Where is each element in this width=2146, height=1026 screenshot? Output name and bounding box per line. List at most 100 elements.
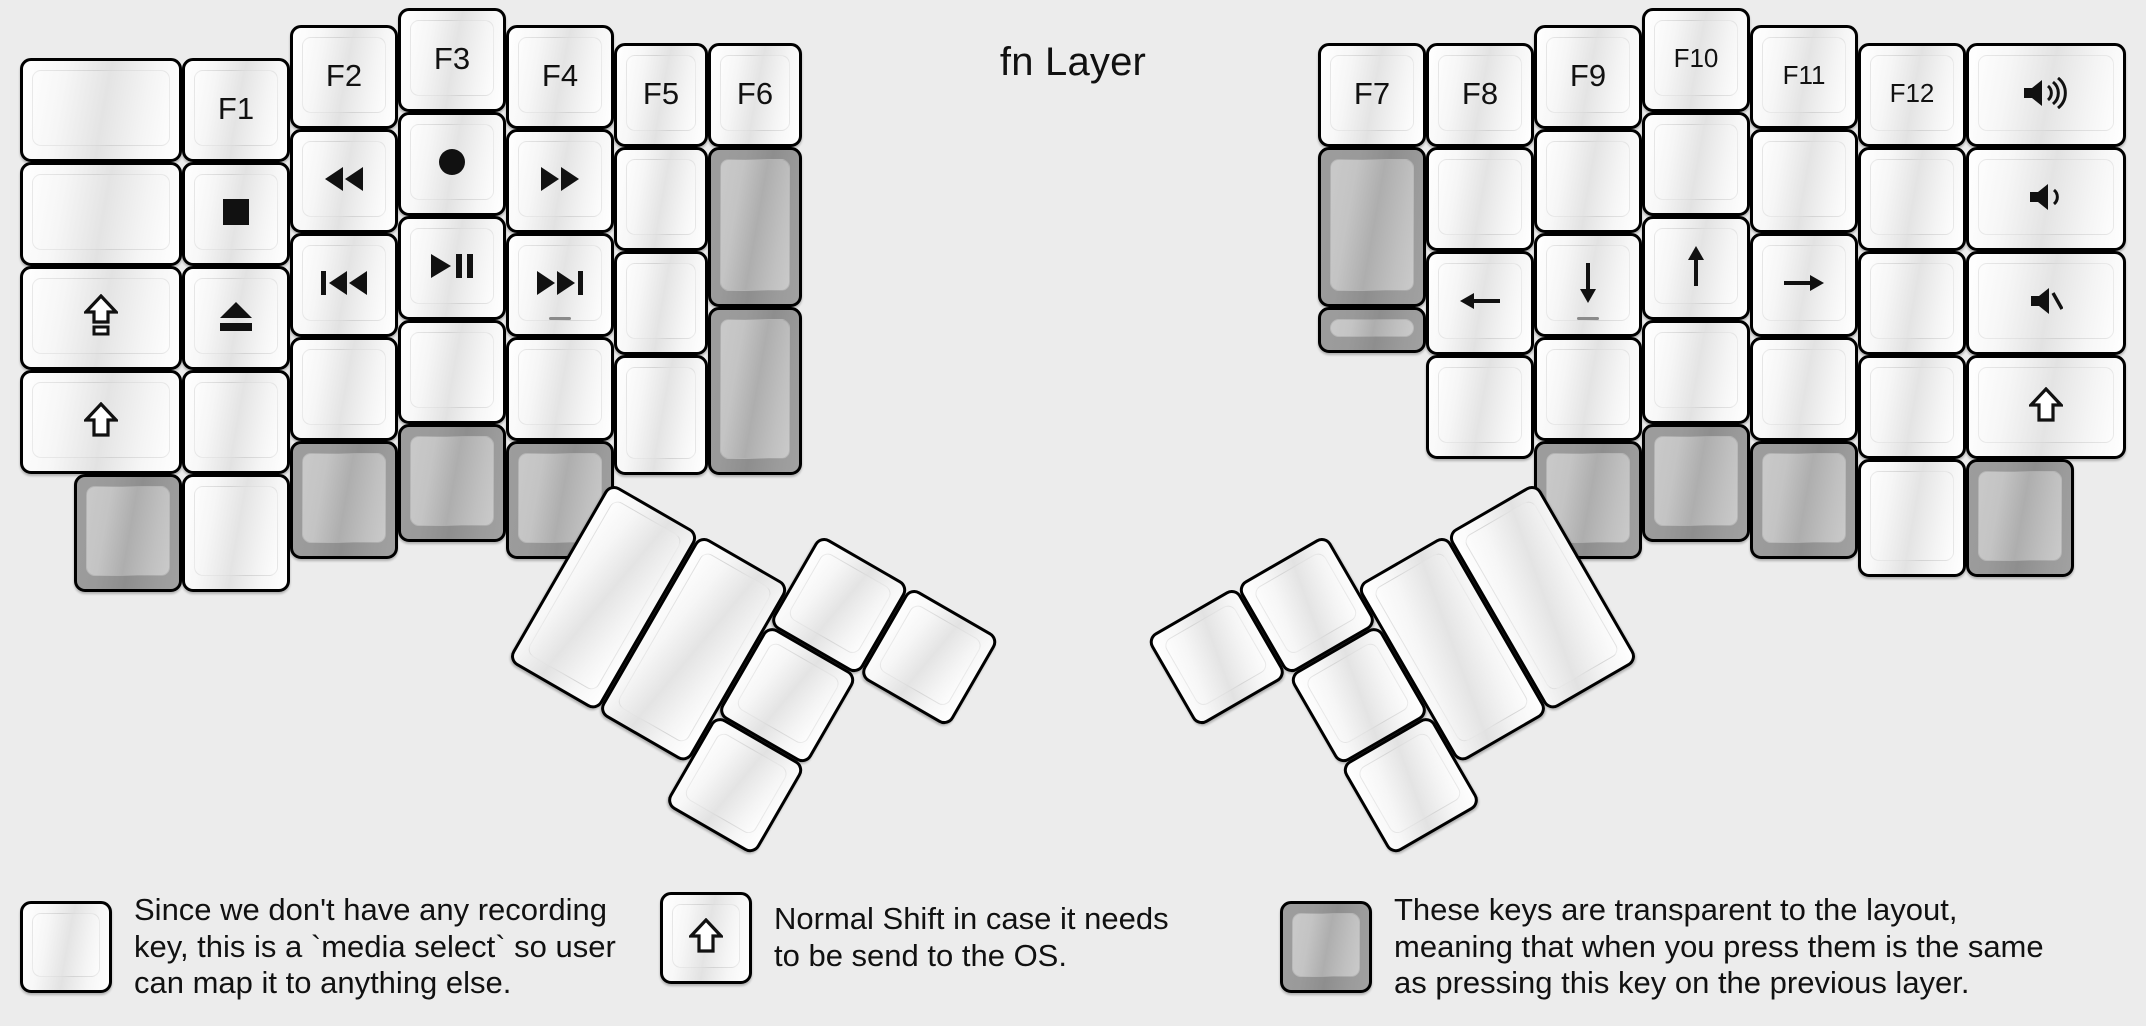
keycap-face	[672, 904, 740, 968]
key-label: F3	[433, 40, 471, 76]
left-r3-c2-eject[interactable]	[182, 266, 290, 370]
caps-lock-arrow-icon	[84, 294, 118, 338]
keycap-face	[518, 141, 602, 217]
right-r1-c1-f7[interactable]: F7	[1318, 43, 1426, 147]
left-r3-c5-nexttrack[interactable]	[506, 233, 614, 337]
left-r3-c4-playpause[interactable]	[398, 216, 506, 320]
left-r2-c1-blank[interactable]	[20, 162, 182, 266]
keycap-face: F3	[410, 20, 494, 96]
right-r2-c5-blank[interactable]	[1750, 129, 1858, 233]
right-r2-c3-blank[interactable]	[1534, 129, 1642, 233]
right-r4-c2-blank[interactable]	[1426, 355, 1534, 459]
keycap-face	[720, 319, 790, 459]
right-r2-c4-blank[interactable]	[1642, 112, 1750, 216]
left-r4-c4-blank[interactable]	[398, 320, 506, 424]
left-r2-c4-record[interactable]	[398, 112, 506, 216]
keycap-face	[32, 174, 170, 250]
right-r5-c7-trans[interactable]	[1966, 459, 2074, 577]
right-r1-c5-f11[interactable]: F11	[1750, 25, 1858, 129]
keycap-face	[626, 159, 696, 235]
left-r3-c6-blank[interactable]	[614, 251, 708, 355]
left-r4-c2-blank[interactable]	[182, 370, 290, 474]
right-r3-c6-blank[interactable]	[1858, 251, 1966, 355]
keycap-face: F8	[1438, 55, 1522, 131]
right-r1-c2-f8[interactable]: F8	[1426, 43, 1534, 147]
right-r4-c7-shift[interactable]	[1966, 355, 2126, 459]
right-r2-c1-trans[interactable]	[1318, 147, 1426, 307]
key-label: F8	[1461, 75, 1499, 111]
keycap-face: F12	[1870, 55, 1954, 131]
left-r4-c6-blank[interactable]	[614, 355, 708, 475]
right-r2-c7-voldown[interactable]	[1966, 147, 2126, 251]
right-r3-c3-down[interactable]	[1534, 233, 1642, 337]
left-r4-c1-shift[interactable]	[20, 370, 182, 474]
left-r4-c3-blank[interactable]	[290, 337, 398, 441]
left-r3-c1-capslock[interactable]	[20, 266, 182, 370]
right-r3-c5-right[interactable]	[1750, 233, 1858, 337]
keycap-face	[1330, 159, 1414, 291]
right-r3-c4-up[interactable]	[1642, 216, 1750, 320]
right-r5-c6-blank[interactable]	[1858, 459, 1966, 577]
keycap-face	[1356, 730, 1464, 837]
left-r1-c4-f3[interactable]: F3	[398, 8, 506, 112]
keycap-face	[1292, 912, 1360, 977]
keycap-face	[194, 382, 278, 458]
right-r5-c5-trans[interactable]	[1750, 441, 1858, 559]
left-r5-c2-blank[interactable]	[182, 474, 290, 592]
keycap-face	[1252, 550, 1360, 657]
left-r2-c5-ffwd[interactable]	[506, 129, 614, 233]
keycap-face	[1870, 263, 1954, 339]
keycap-face	[302, 245, 386, 321]
left-r2-c2-stop[interactable]	[182, 162, 290, 266]
keycap-face	[1762, 349, 1846, 425]
right-r2-c2-blank[interactable]	[1426, 147, 1534, 251]
left-r3-c3-prevtrack[interactable]	[290, 233, 398, 337]
right-r1-c6-f12[interactable]: F12	[1858, 43, 1966, 147]
right-r3-c2-left[interactable]	[1426, 251, 1534, 355]
left-r1-c6-f5[interactable]: F5	[614, 43, 708, 147]
keycap-face	[518, 245, 602, 321]
right-r4-c5-blank[interactable]	[1750, 337, 1858, 441]
legend-item-1: Since we don't have any recording key, t…	[20, 892, 616, 1002]
keycap-face	[32, 382, 170, 458]
left-r2-c7-trans[interactable]	[708, 147, 802, 307]
left-r1-c7-f6[interactable]: F6	[708, 43, 802, 147]
keycap-face	[682, 730, 790, 837]
right-r5-c4-trans[interactable]	[1642, 424, 1750, 542]
left-r1-c3-f2[interactable]: F2	[290, 25, 398, 129]
keycap-face	[410, 228, 494, 304]
right-r1-c7-volup[interactable]	[1966, 43, 2126, 147]
left-r1-c1-blank[interactable]	[20, 58, 182, 162]
left-r3-c7-trans[interactable]	[708, 307, 802, 475]
legend-sample-key-1	[20, 900, 112, 993]
right-r1-c3-f9[interactable]: F9	[1534, 25, 1642, 129]
keycap-face: F11	[1762, 37, 1846, 113]
right-r4-c3-blank[interactable]	[1534, 337, 1642, 441]
left-r5-c1-trans[interactable]	[74, 474, 182, 592]
right-r3-c1-trans[interactable]	[1318, 307, 1426, 353]
left-r2-c3-rewind[interactable]	[290, 129, 398, 233]
keycap-face: F7	[1330, 55, 1414, 131]
keycap-face: F5	[626, 55, 696, 131]
keycap-face	[410, 124, 494, 200]
volume-up-icon	[2022, 77, 2070, 109]
right-r2-c6-blank[interactable]	[1858, 147, 1966, 251]
shift-arrow-icon	[689, 918, 723, 954]
right-r3-c7-mute[interactable]	[1966, 251, 2126, 355]
left-r1-c2-f1[interactable]: F1	[182, 58, 290, 162]
legend-sample-key-2	[660, 892, 752, 984]
left-r2-c6-blank[interactable]	[614, 147, 708, 251]
legend-text-3: These keys are transparent to the layout…	[1394, 892, 2044, 1001]
left-r1-c5-f4[interactable]: F4	[506, 25, 614, 129]
keycap-face	[1978, 263, 2114, 339]
right-r1-c4-f10[interactable]: F10	[1642, 8, 1750, 112]
left-r5-c3-trans[interactable]	[290, 441, 398, 559]
page-title: fn Layer	[999, 40, 1147, 84]
keycap-face	[1330, 319, 1414, 337]
keycap-face	[1654, 436, 1738, 526]
keycap-face	[1304, 640, 1412, 747]
right-r4-c6-blank[interactable]	[1858, 355, 1966, 459]
left-r4-c5-blank[interactable]	[506, 337, 614, 441]
left-r5-c4-trans[interactable]	[398, 424, 506, 542]
right-r4-c4-blank[interactable]	[1642, 320, 1750, 424]
